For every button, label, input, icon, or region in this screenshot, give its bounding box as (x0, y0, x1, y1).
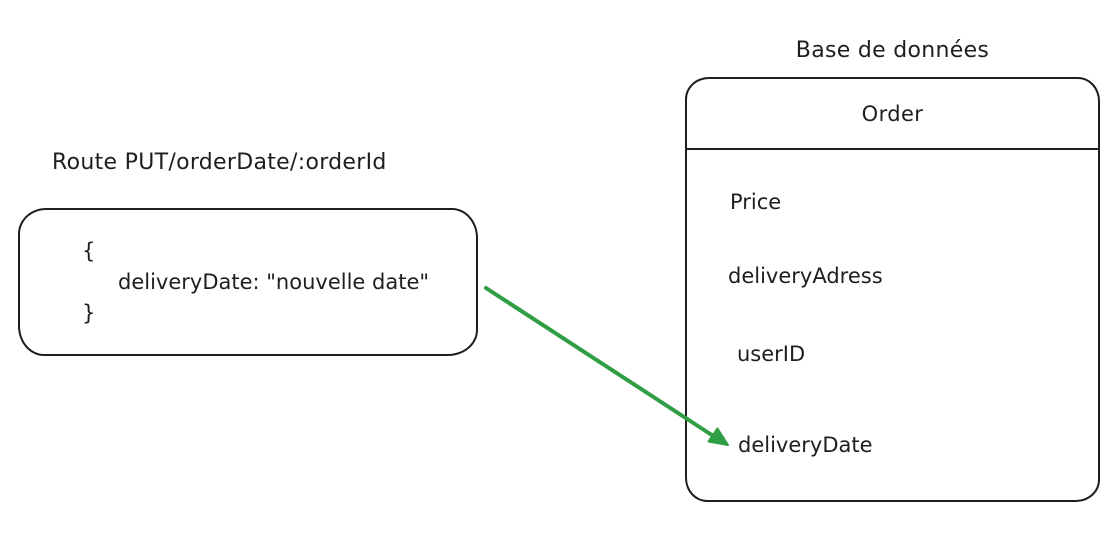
entity-field-price: Price (730, 190, 782, 214)
entity-field-user-id: userID (737, 342, 806, 366)
order-entity-box: Order Price deliveryAdress userID delive… (685, 77, 1100, 502)
request-body-box: { deliveryDate: "nouvelle date" } (18, 208, 478, 356)
json-body: { deliveryDate: "nouvelle date" } (82, 236, 429, 329)
database-title: Base de données (795, 38, 990, 63)
json-open-brace: { (82, 239, 96, 263)
entity-field-delivery-adress: deliveryAdress (728, 264, 883, 288)
route-label: Route PUT/orderDate/:orderId (52, 150, 387, 175)
json-close-brace: } (82, 301, 96, 325)
json-body-line: deliveryDate: "nouvelle date" (118, 270, 430, 294)
entity-field-delivery-date: deliveryDate (738, 433, 873, 457)
entity-header: Order (687, 79, 1098, 150)
